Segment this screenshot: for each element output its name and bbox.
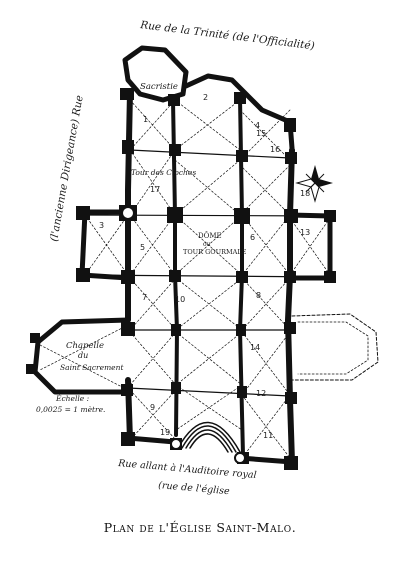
- dome-label-line2: ou: [203, 241, 211, 248]
- echelle-label-line2: 0,0025 = 1 mètre.: [36, 405, 105, 414]
- dome-label-line3: TOUR GOURMALE: [183, 248, 247, 256]
- right-nave-wall: [285, 147, 295, 465]
- projected-chapel-outline: [291, 313, 379, 381]
- svg-text:2: 2: [203, 93, 208, 102]
- chapelle-label-line3: Saint Sacrement: [60, 363, 124, 372]
- round-piers: [121, 206, 246, 464]
- west-front-wall: [125, 435, 178, 445]
- svg-text:5: 5: [140, 243, 145, 252]
- svg-text:16: 16: [270, 145, 280, 154]
- bay-numbers: 1 2 3 4 5 6 7 8 9 10 11 12 13 14 15 16 1…: [99, 93, 310, 440]
- figure-caption: Plan de l'Église Saint-Malo.: [103, 520, 297, 535]
- svg-text:1: 1: [143, 115, 148, 124]
- chapelle-label-line1: Chapelle: [66, 341, 104, 351]
- svg-text:15: 15: [256, 129, 266, 138]
- compass-rose-icon: [295, 165, 333, 203]
- svg-text:13: 13: [300, 228, 310, 237]
- sacristie-label: Sacristie: [140, 82, 178, 92]
- svg-text:11: 11: [263, 431, 273, 440]
- street-label-left: (l'ancienne Dirigeance) Rue: [48, 94, 86, 242]
- svg-text:8: 8: [256, 291, 261, 300]
- transept-right-arm: [287, 212, 333, 281]
- sacristy-apse-wall: [122, 45, 189, 103]
- allee-label-line2: (rue de l'église: [158, 480, 231, 497]
- svg-text:3: 3: [99, 221, 104, 230]
- svg-text:7: 7: [142, 293, 147, 302]
- svg-text:10: 10: [175, 295, 185, 304]
- svg-text:9: 9: [150, 403, 155, 412]
- projected-chapel-inner: [297, 321, 369, 375]
- svg-text:19: 19: [160, 428, 170, 437]
- svg-text:6: 6: [250, 233, 255, 242]
- transept-left-arm: [79, 209, 131, 281]
- svg-text:14: 14: [250, 343, 260, 352]
- dome-label-line1: DÔME: [198, 231, 222, 240]
- chapel-wall: [32, 317, 131, 395]
- vault-ribs: [39, 99, 331, 459]
- portal-arcs: [177, 421, 241, 453]
- svg-text:4: 4: [255, 121, 260, 130]
- echelle-label-line1: Échelle :: [55, 394, 90, 403]
- svg-text:12: 12: [256, 389, 266, 398]
- svg-text:18: 18: [300, 189, 310, 198]
- tour-cloches-label: Tour des Cloches: [131, 168, 196, 177]
- svg-text:17: 17: [150, 185, 160, 194]
- chapelle-label-line2: du: [78, 351, 88, 360]
- street-label-top: Rue de la Trinité (de l'Officialité): [139, 19, 316, 52]
